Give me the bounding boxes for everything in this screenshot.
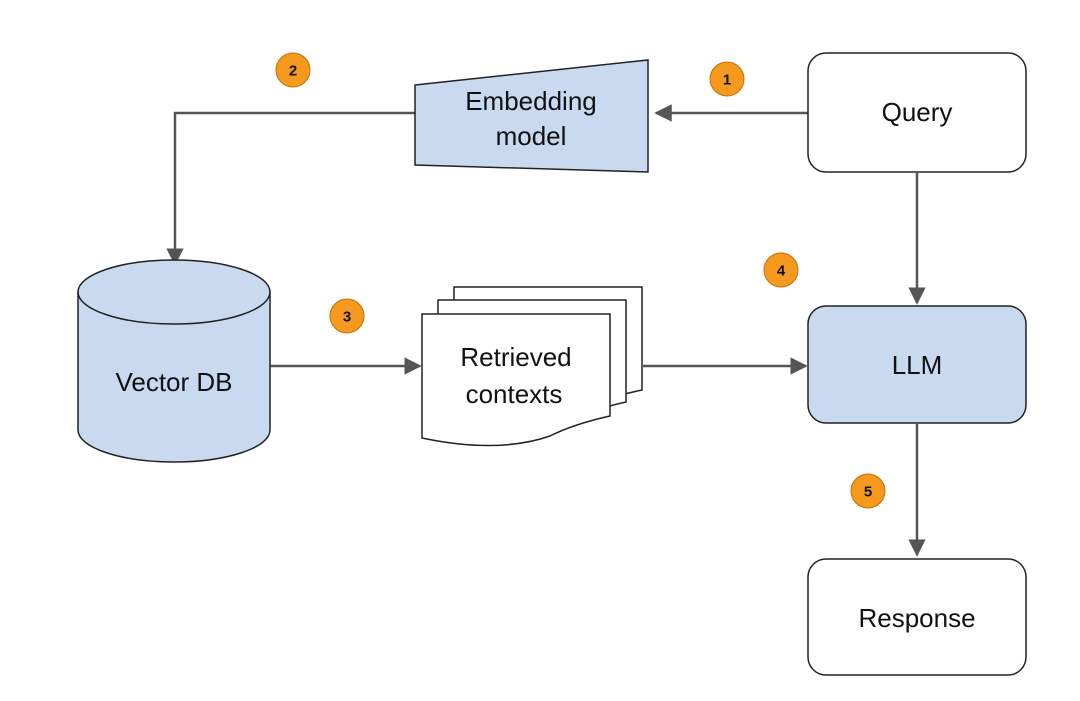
step-badge-4: 4: [763, 252, 799, 288]
step-badge-2-label: 2: [289, 63, 297, 80]
response-label: Response: [858, 603, 975, 633]
llm-node: LLM: [807, 305, 1027, 424]
step-badge-5-label: 5: [864, 484, 872, 501]
retrieved-contexts-label-line1: Retrieved: [460, 342, 571, 372]
step-badge-2: 2: [275, 52, 311, 88]
step-badge-3-label: 3: [343, 309, 351, 326]
retrieved-contexts-label-line2: contexts: [466, 379, 563, 409]
vector-db-node: Vector DB: [77, 259, 271, 463]
llm-label: LLM: [892, 350, 943, 380]
step-badge-5: 5: [850, 473, 886, 509]
retrieved-contexts-node: Retrieved contexts: [421, 286, 643, 447]
embedding-model-node: Embedding model: [414, 59, 649, 173]
response-node: Response: [807, 558, 1027, 676]
embedding-model-label-line2: model: [496, 121, 567, 151]
document-sheet-front: [421, 313, 611, 447]
query-node: Query: [807, 52, 1027, 173]
vector-db-label: Vector DB: [115, 367, 232, 397]
step-badge-1-label: 1: [723, 72, 731, 89]
step-badge-1: 1: [709, 61, 745, 97]
step-badge-4-label: 4: [777, 263, 786, 280]
query-label: Query: [882, 97, 953, 127]
arrow-embedding-to-vector-db: [166, 111, 415, 266]
embedding-model-label-line1: Embedding: [465, 86, 597, 116]
step-badge-3: 3: [329, 298, 365, 334]
